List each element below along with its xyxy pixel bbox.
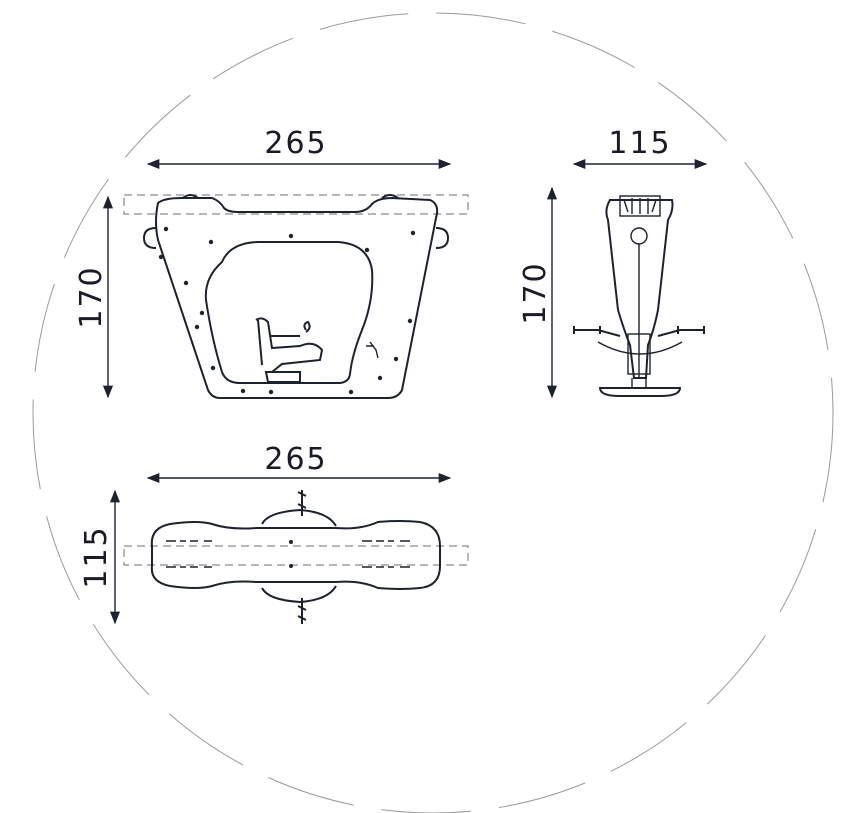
top-right-cluster bbox=[362, 540, 410, 568]
top-bolt bbox=[289, 564, 293, 568]
front-bolt bbox=[348, 389, 354, 395]
front-view: 265 170 bbox=[74, 126, 469, 399]
front-bolt bbox=[407, 318, 413, 324]
top-depth-label: 115 bbox=[79, 525, 114, 588]
top-width-label: 265 bbox=[264, 442, 327, 477]
side-width-label: 115 bbox=[608, 126, 671, 161]
side-left-handle bbox=[573, 326, 621, 337]
front-bolt bbox=[393, 356, 399, 362]
front-right-knob bbox=[435, 227, 450, 249]
front-bolt bbox=[288, 233, 294, 239]
front-dashed-bar bbox=[123, 194, 469, 215]
front-bolt bbox=[158, 254, 164, 260]
front-bolt bbox=[410, 230, 416, 236]
front-top-bump-right bbox=[381, 194, 399, 199]
side-base-stem bbox=[631, 378, 647, 388]
top-body-outline bbox=[150, 520, 441, 590]
top-bolt bbox=[289, 540, 293, 544]
side-height-label: 170 bbox=[518, 261, 553, 324]
side-center-circle bbox=[630, 227, 648, 245]
front-bolt bbox=[199, 310, 205, 316]
side-footrest-arc bbox=[597, 341, 683, 355]
front-left-knob bbox=[142, 227, 157, 249]
front-bolt bbox=[183, 280, 189, 286]
side-top-detail bbox=[623, 198, 657, 214]
top-handle-upper bbox=[297, 490, 307, 516]
front-bolt bbox=[210, 365, 216, 371]
top-seat-lower bbox=[261, 585, 337, 604]
top-left-cluster bbox=[166, 540, 212, 568]
front-seat bbox=[255, 317, 324, 383]
top-dashed-bar bbox=[123, 545, 469, 566]
top-handle-lower bbox=[297, 598, 307, 624]
front-bolt bbox=[163, 226, 169, 232]
top-view: 265 115 bbox=[79, 442, 469, 625]
front-body-outline bbox=[155, 196, 439, 399]
front-bolt bbox=[268, 389, 274, 395]
front-inner-opening bbox=[204, 241, 374, 384]
side-view: 115 170 bbox=[518, 126, 708, 399]
front-handle bbox=[366, 341, 379, 359]
side-right-handle bbox=[657, 326, 705, 337]
front-height-label: 170 bbox=[74, 265, 109, 328]
front-bolt bbox=[364, 247, 370, 253]
front-bolt bbox=[208, 239, 214, 245]
front-top-bump-left bbox=[182, 194, 199, 199]
side-base bbox=[598, 387, 682, 397]
side-top-bracket bbox=[619, 195, 661, 217]
front-bolt bbox=[240, 388, 246, 394]
top-seat-upper bbox=[261, 508, 337, 527]
safety-zone-circle bbox=[32, 12, 834, 813]
front-width-label: 265 bbox=[264, 126, 327, 161]
front-bolt bbox=[377, 375, 383, 381]
front-bolt bbox=[194, 324, 200, 330]
